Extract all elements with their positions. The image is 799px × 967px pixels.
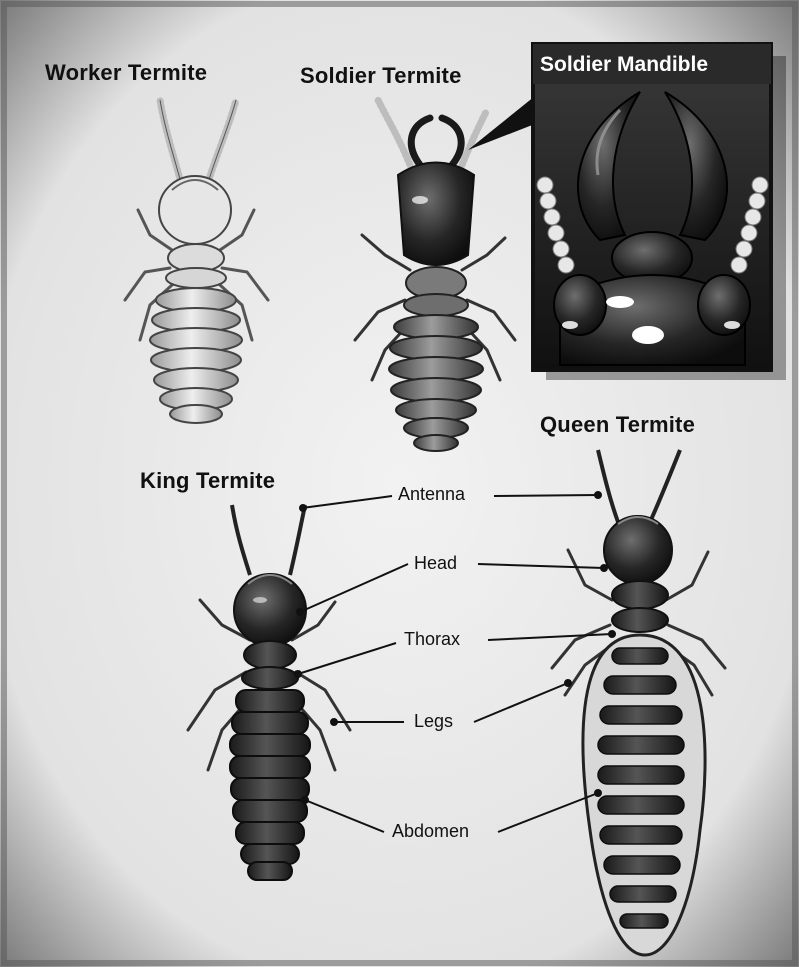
- label-head: Head: [414, 553, 457, 574]
- soldier-mandible-title: Soldier Mandible: [540, 53, 708, 77]
- label-antenna: Antenna: [398, 484, 465, 505]
- soldier-termite-title: Soldier Termite: [300, 63, 462, 89]
- label-abdomen: Abdomen: [392, 821, 469, 842]
- king-termite-title: King Termite: [140, 468, 275, 494]
- worker-termite-title: Worker Termite: [45, 60, 207, 86]
- label-legs: Legs: [414, 711, 453, 732]
- label-thorax: Thorax: [404, 629, 460, 650]
- queen-termite-title: Queen Termite: [540, 412, 695, 438]
- soldier-mandible-inset: [533, 44, 786, 380]
